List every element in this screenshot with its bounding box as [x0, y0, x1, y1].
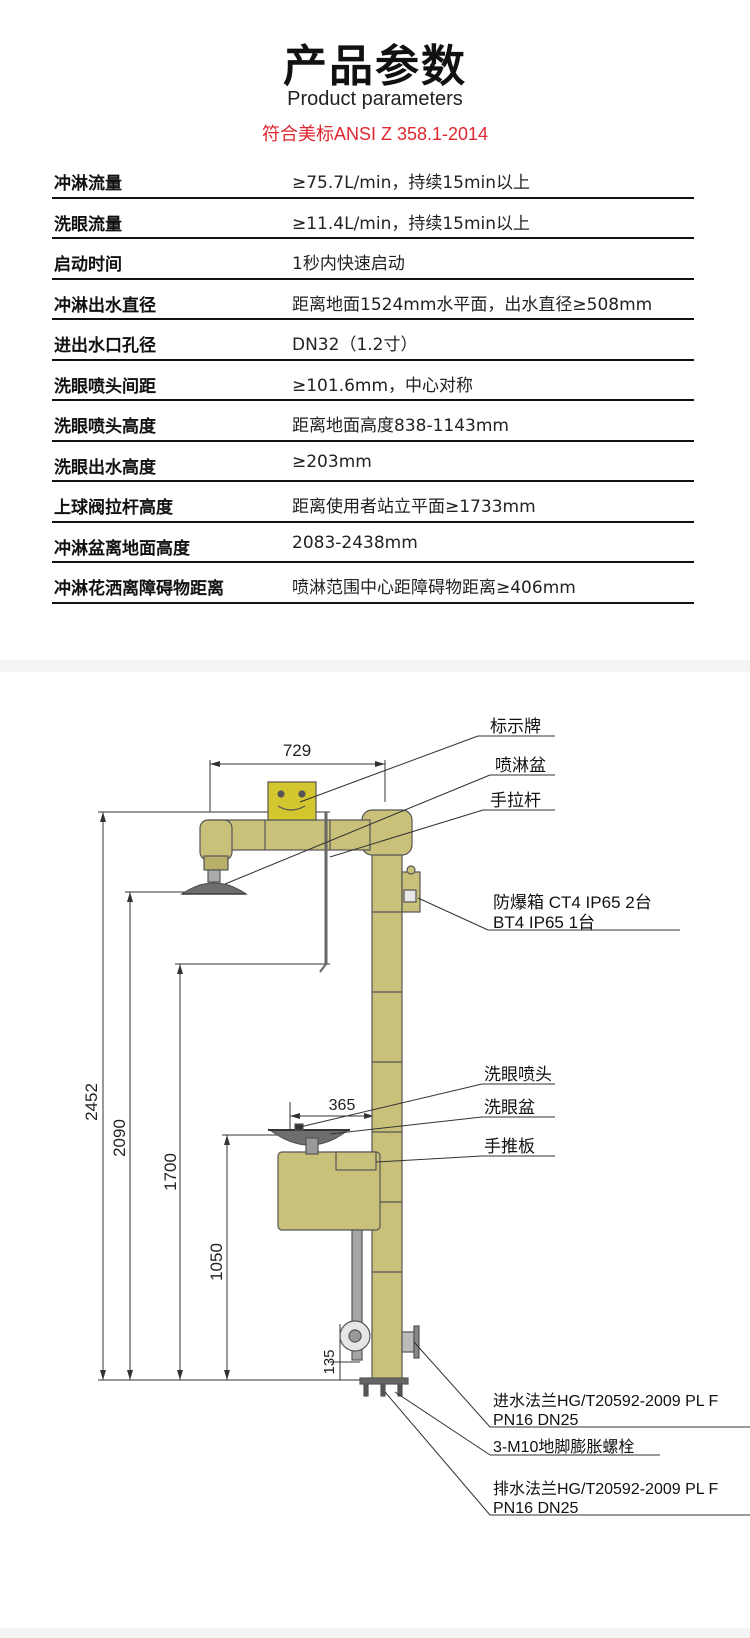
label-drain-flange-2: PN16 DN25 [493, 1500, 578, 1517]
param-row: 冲淋盆离地面高度 2083-2438mm [52, 523, 694, 563]
param-value: ≥101.6mm，中心对称 [292, 375, 474, 396]
param-value: 距离地面高度838-1143mm [292, 416, 509, 436]
parameter-table: 冲淋流量 ≥75.7L/min，持续15min以上 洗眼流量 ≥11.4L/mi… [52, 158, 694, 604]
page-title: 产品参数 [283, 41, 467, 92]
param-row: 上球阀拉杆高度 距离使用者站立平面≥1733mm [52, 482, 694, 523]
param-row: 进出水口孔径 DN32（1.2寸） [52, 320, 694, 361]
param-name: 启动时间 [54, 255, 122, 275]
dim-total-height: 2452 [82, 1083, 101, 1121]
param-value: ≥75.7L/min，持续15min以上 [292, 173, 531, 193]
page-subtitle: Product parameters [287, 88, 463, 110]
callout-labels: 标示牌 喷淋盆 手拉杆 防爆箱 CT4 IP65 2台 BT4 IP65 1台 … [484, 717, 719, 1517]
param-name: 进出水口孔径 [54, 336, 156, 356]
dim-rod-height: 1700 [161, 1153, 180, 1191]
equipment-body [180, 781, 421, 1397]
param-name: 洗眼喷头间距 [54, 376, 156, 397]
label-sign: 标示牌 [490, 717, 541, 736]
dim-bowl-offset: 365 [329, 1097, 356, 1114]
param-name: 冲淋盆离地面高度 [54, 538, 190, 559]
label-eye-nozzle: 洗眼喷头 [484, 1065, 552, 1084]
label-push-plate: 手推板 [484, 1137, 535, 1156]
param-value: 1秒内快速启动 [292, 254, 405, 274]
param-value: ≥203mm [292, 451, 372, 472]
param-row: 冲淋流量 ≥75.7L/min，持续15min以上 [52, 158, 694, 199]
shower-eyewash-diagram: 729 365 2452 2090 1700 1050 135 [82, 717, 750, 1517]
param-row: 洗眼出水高度 ≥203mm [52, 442, 694, 482]
dimension-arrows [100, 761, 385, 1380]
dim-arm-width: 729 [283, 741, 311, 760]
param-name: 洗眼出水高度 [54, 457, 156, 478]
param-row: 冲淋花洒离障碍物距离 喷淋范围中心距障碍物距离≥406mm [52, 563, 694, 604]
footer-divider [0, 1628, 750, 1638]
dimension-lines [98, 760, 386, 1381]
label-inlet-flange-2: PN16 DN25 [493, 1412, 578, 1429]
param-name: 洗眼喷头高度 [54, 417, 156, 437]
param-value: 2083-2438mm [292, 532, 418, 553]
param-name: 上球阀拉杆高度 [54, 498, 173, 518]
param-name: 冲淋花洒离障碍物距离 [54, 579, 224, 599]
param-value: ≥11.4L/min，持续15min以上 [292, 213, 531, 234]
section-divider [0, 660, 750, 672]
param-row: 洗眼流量 ≥11.4L/min，持续15min以上 [52, 199, 694, 239]
label-explosion-box-1: 防爆箱 CT4 IP65 2台 [493, 893, 652, 912]
param-row: 洗眼喷头间距 ≥101.6mm，中心对称 [52, 361, 694, 401]
param-row: 洗眼喷头高度 距离地面高度838-1143mm [52, 401, 694, 442]
param-row: 冲淋出水直径 距离地面1524mm水平面，出水直径≥508mm [52, 280, 694, 320]
label-anchor-bolt: 3-M10地脚膨胀螺栓 [493, 1438, 634, 1456]
param-row: 启动时间 1秒内快速启动 [52, 239, 694, 280]
param-value: 喷淋范围中心距障碍物距离≥406mm [292, 578, 576, 598]
param-name: 洗眼流量 [54, 214, 122, 235]
dim-shower-height: 2090 [110, 1119, 129, 1157]
label-pull-rod: 手拉杆 [490, 791, 541, 810]
label-explosion-box-2: BT4 IP65 1台 [493, 913, 595, 932]
standard-note: 符合美标ANSI Z 358.1-2014 [261, 124, 489, 144]
dim-bowl-height: 1050 [207, 1243, 226, 1281]
param-name: 冲淋出水直径 [54, 295, 156, 316]
label-eye-bowl: 洗眼盆 [484, 1098, 535, 1117]
label-inlet-flange-1: 进水法兰HG/T20592-2009 PL F [493, 1392, 719, 1410]
param-value: DN32（1.2寸） [292, 335, 418, 355]
label-shower-head: 喷淋盆 [495, 756, 546, 775]
param-value: 距离地面1524mm水平面，出水直径≥508mm [292, 294, 653, 315]
dim-base-height: 135 [321, 1349, 338, 1374]
param-value: 距离使用者站立平面≥1733mm [292, 497, 536, 517]
label-drain-flange-1: 排水法兰HG/T20592-2009 PL F [493, 1480, 719, 1498]
param-name: 冲淋流量 [54, 174, 122, 194]
callout-leaders [224, 735, 750, 1516]
